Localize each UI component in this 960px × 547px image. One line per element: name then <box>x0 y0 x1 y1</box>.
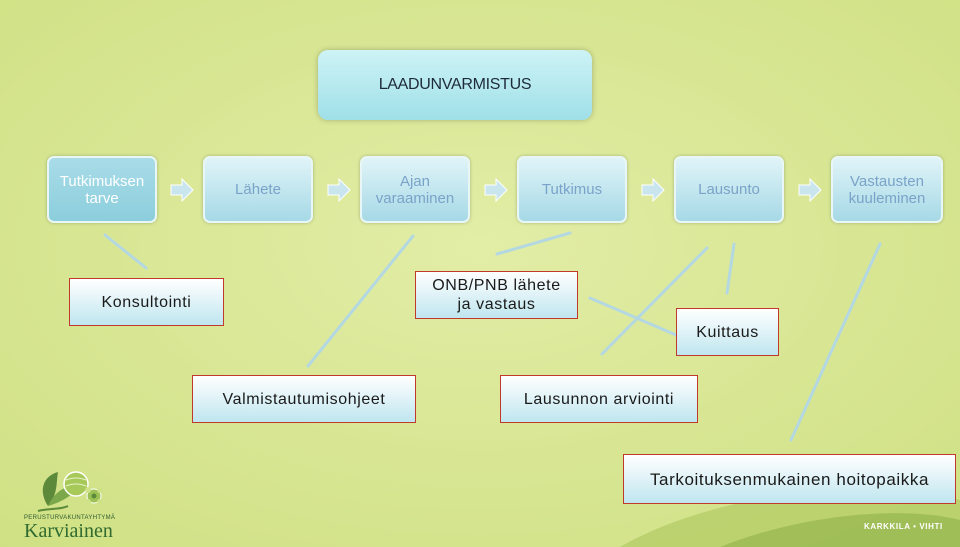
box-onb-lahete: ONB/PNB lähete ja vastaus <box>415 271 578 319</box>
box-valmistautumisohjeet: Valmistautumisohjeet <box>192 375 416 423</box>
step-lahete: Lähete <box>203 156 313 223</box>
step-label: Lausunto <box>698 181 760 198</box>
footer-municipalities: KARKKILA • VIHTI <box>864 522 943 531</box>
box-kuittaus: Kuittaus <box>676 308 779 356</box>
step-label: Tutkimus <box>541 181 603 198</box>
logo-name: Karviainen <box>24 520 113 542</box>
logo-top-text: PERUSTURVAKUNTAYHTYMÄ <box>24 515 116 521</box>
box-onb-line1: ONB/PNB lähete <box>432 277 561 294</box>
connector-tarkoitus <box>789 242 882 442</box>
step-label: Tutkimuksen <box>59 172 145 190</box>
box-onb-line2: ja vastaus <box>457 296 536 313</box>
step-tutkimus: Tutkimus <box>517 156 627 223</box>
connector-konsultointi <box>103 233 148 270</box>
gooseberry-icon <box>37 471 103 512</box>
page-title: LAADUNVARMISTUS <box>318 50 592 120</box>
arrow-right-icon <box>170 178 194 202</box>
connector-onb <box>495 231 572 256</box>
arrow-right-icon <box>327 178 351 202</box>
organization-logo: PERUSTURVAKUNTAYHTYMÄ Karviainen <box>18 466 148 544</box>
box-tarkoituksenmukainen-hoitopaikka: Tarkoituksenmukainen hoitopaikka <box>623 454 956 504</box>
connector-valmistautumis <box>306 234 415 368</box>
arrow-right-icon <box>798 178 822 202</box>
box-konsultointi: Konsultointi <box>69 278 224 326</box>
step-label: varaaminen <box>375 189 455 207</box>
arrow-right-icon <box>484 178 508 202</box>
step-label: Ajan <box>399 172 430 190</box>
box-lausunnon-arviointi: Lausunnon arviointi <box>500 375 698 423</box>
step-lausunto: Lausunto <box>674 156 784 223</box>
step-label: Vastausten <box>850 172 924 190</box>
arrow-right-icon <box>641 178 665 202</box>
connector-kuittaus-b <box>725 242 736 295</box>
connector-lausunnon <box>600 246 709 356</box>
connector-kuittaus-a <box>588 296 678 337</box>
step-label: tarve <box>85 189 119 207</box>
step-label: Lähete <box>235 181 281 198</box>
step-label: kuuleminen <box>848 189 926 207</box>
